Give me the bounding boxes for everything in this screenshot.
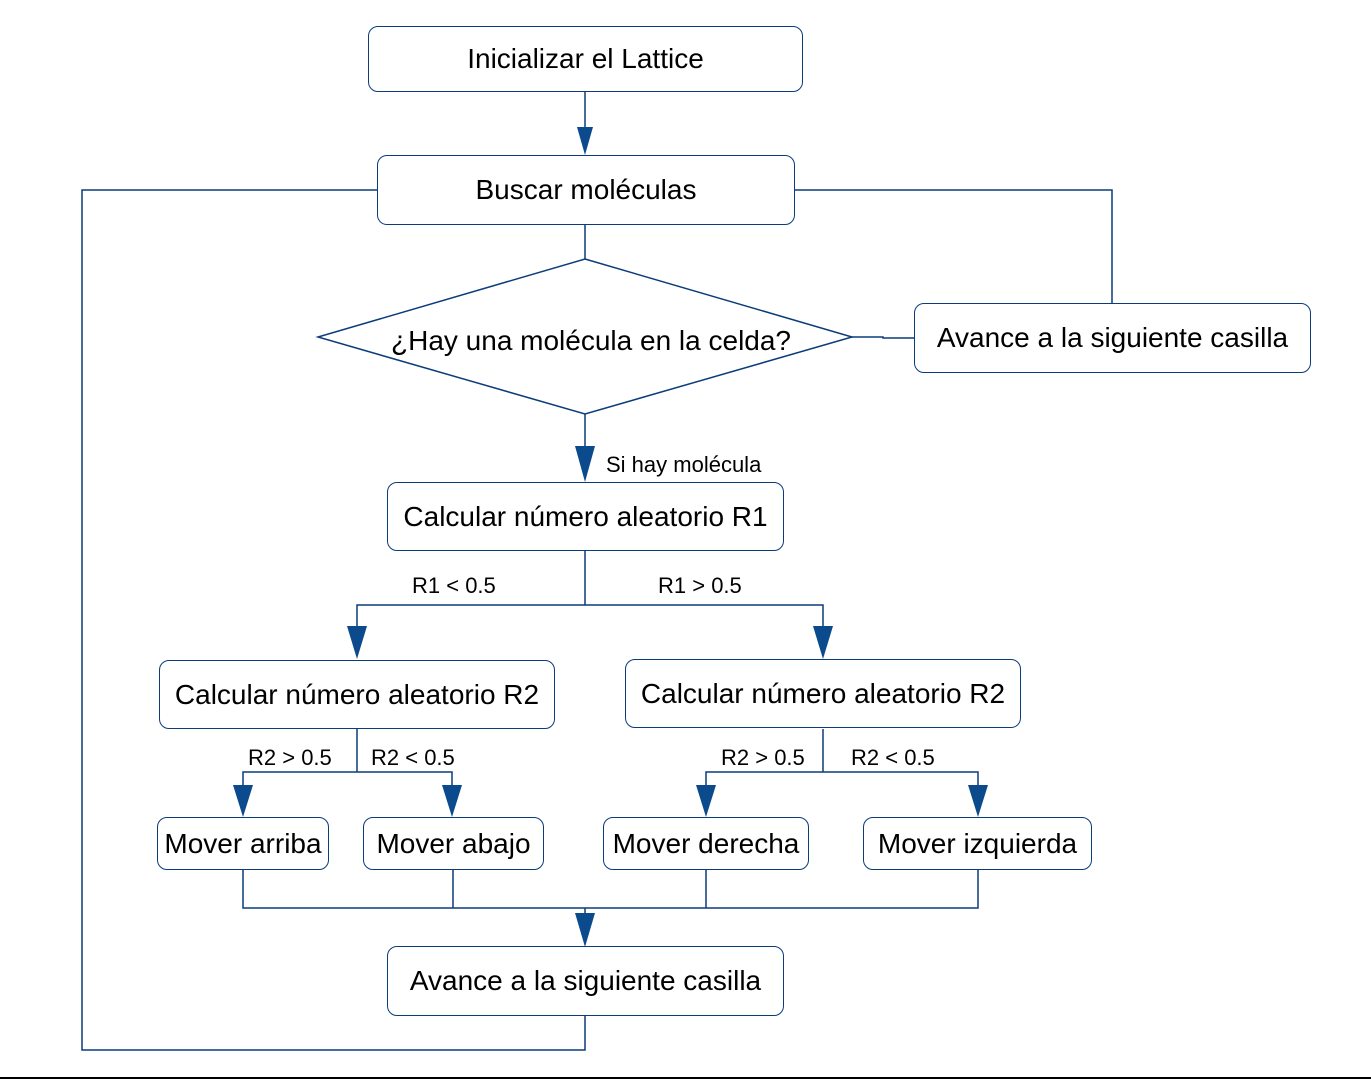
node-init: Inicializar el Lattice (368, 26, 803, 92)
bottom-divider (0, 1077, 1371, 1079)
arrowhead-move-up (233, 785, 253, 817)
arrowhead-r1-left (347, 626, 367, 659)
edge-merge (242, 870, 979, 909)
edge-r2r-branches (705, 771, 979, 790)
edge-label-r1-lt: R1 < 0.5 (412, 573, 496, 598)
node-move-up: Mover arriba (157, 817, 329, 870)
arrowhead-move-down (442, 785, 462, 817)
arrowhead-move-right (696, 785, 716, 817)
arrowhead-move-left (968, 785, 988, 817)
node-advance-right: Avance a la siguiente casilla (914, 303, 1311, 373)
arrowhead-r1-right (813, 626, 833, 659)
edge-decision-advance (852, 336, 914, 339)
arrowhead-init-search (577, 127, 593, 155)
node-calc-r2-right: Calcular número aleatorio R2 (625, 659, 1021, 728)
edge-label-r1-gt: R1 > 0.5 (658, 573, 742, 598)
node-move-right: Mover derecha (603, 817, 809, 870)
edge-r2l-branches (242, 771, 453, 790)
edge-advance-search (795, 189, 1113, 303)
node-calc-r1: Calcular número aleatorio R1 (387, 482, 784, 551)
node-move-down: Mover abajo (363, 817, 544, 870)
arrowhead-advance-bottom (575, 913, 595, 947)
arrowhead-decision-r1 (575, 446, 595, 482)
node-calc-r2-left: Calcular número aleatorio R2 (159, 660, 555, 729)
edge-label-r2-gt-left: R2 > 0.5 (248, 745, 332, 770)
node-advance-bottom: Avance a la siguiente casilla (387, 946, 784, 1016)
edge-r1-branches (356, 604, 824, 628)
edge-label-r2-lt-left: R2 < 0.5 (371, 745, 455, 770)
decision-diamond (315, 258, 855, 415)
edge-loop-left (81, 189, 586, 1051)
edge-label-r2-gt-right: R2 > 0.5 (721, 745, 805, 770)
edge-label-yes-molecule: Si hay molécula (606, 452, 762, 477)
node-move-left: Mover izquierda (863, 817, 1092, 870)
edge-label-r2-lt-right: R2 < 0.5 (851, 745, 935, 770)
node-search-molecules: Buscar moléculas (377, 155, 795, 225)
node-decision-text: ¿Hay una molécula en la celda? (390, 325, 792, 356)
